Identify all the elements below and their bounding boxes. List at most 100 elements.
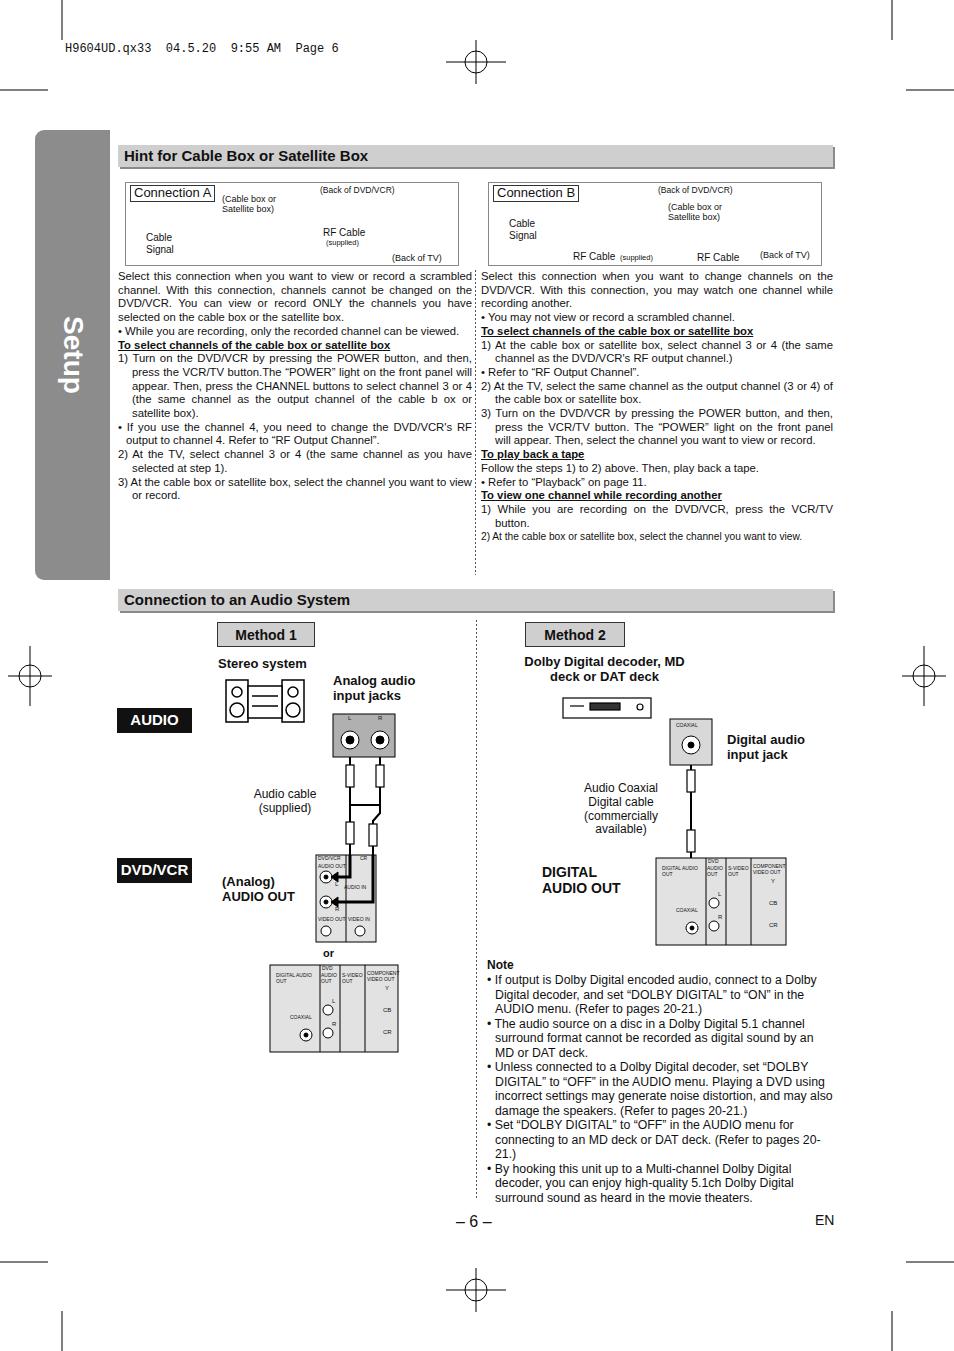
node-text: DIGITAL AUDIO OUT xyxy=(662,866,702,878)
drawing-part xyxy=(355,926,365,936)
body-text: • Set “DOLBY DIGITAL” to “OFF” in the AU… xyxy=(487,1118,833,1162)
drawing-part xyxy=(286,703,300,717)
label: Cable Signal xyxy=(509,218,549,241)
drawing-part xyxy=(0,90,48,91)
body-text: • If you use the channel 4, you need to … xyxy=(118,421,472,448)
drawing-part xyxy=(323,1028,333,1038)
label: Audio cable (supplied) xyxy=(235,788,335,816)
drawing-part xyxy=(304,1033,308,1037)
section-band: Hint for Cable Box or Satellite Box xyxy=(118,145,833,167)
drawing-part xyxy=(376,765,384,787)
jack-panel: DVD/VCRCRAUDIO OUTLRAUDIO INVIDEO OUTVID… xyxy=(316,855,376,942)
body-text: 2) At the cable box or satellite box, se… xyxy=(481,530,833,544)
drawing-part xyxy=(226,680,248,722)
label: H9604UD.qx33 04.5.20 9:55 AM Page 6 xyxy=(65,43,339,57)
label: (Back of DVD/VCR) xyxy=(658,186,733,196)
drawing-part xyxy=(570,705,584,706)
drawing-part xyxy=(0,1262,48,1263)
node-text: CR xyxy=(360,856,367,862)
label: Analog audio input jacks xyxy=(333,674,443,704)
node-text: AUDIO xyxy=(117,711,192,728)
body-text: Select this connection when you want to … xyxy=(118,270,472,325)
drawing-part xyxy=(709,921,719,931)
body-text: 2) At the TV, select channel 3 or 4 (the… xyxy=(118,448,472,475)
label: Digital audio input jack xyxy=(727,733,827,763)
body-text: Follow the steps 1) to 2) above. Then, p… xyxy=(481,462,833,476)
body-text: 3) At the cable box or satellite box, se… xyxy=(118,476,472,503)
label: EN xyxy=(815,1212,834,1228)
drawing-part xyxy=(751,858,752,945)
drawing-part xyxy=(248,686,282,718)
body-text: 3) Turn on the DVD/VCR by pressing the P… xyxy=(481,407,833,448)
node-text: COAXIAL xyxy=(290,1015,312,1021)
drawing-part xyxy=(709,898,719,908)
drawing-part xyxy=(902,676,946,677)
node-text: R xyxy=(378,715,382,722)
decoder-unit xyxy=(563,698,651,718)
drawing-part xyxy=(320,965,321,1052)
node-text: COMPONENT VIDEO OUT xyxy=(367,971,397,983)
drawing-part xyxy=(726,858,727,945)
node-text: DVD xyxy=(708,859,719,865)
drawing-part xyxy=(475,270,476,575)
node-text: Connection B xyxy=(493,185,579,202)
node-text: CR xyxy=(769,922,778,929)
node-text: Method 1 xyxy=(218,627,314,643)
label: DIGITAL AUDIO OUT xyxy=(542,864,642,896)
node-text: R xyxy=(718,914,722,921)
drawing-part xyxy=(232,687,242,697)
label: RF Cable xyxy=(697,252,739,264)
node-text: Connection A xyxy=(130,185,215,202)
body-text: Select this connection when you want to … xyxy=(481,270,833,311)
drawing-part xyxy=(906,1262,954,1263)
node-text: VIDEO IN xyxy=(348,917,370,923)
stereo-system xyxy=(226,680,304,722)
body-text: To select channels of the cable box or s… xyxy=(481,325,833,339)
label: – 6 – xyxy=(456,1213,492,1231)
node-text: DVD/VCR xyxy=(318,856,341,862)
drawing-part xyxy=(321,926,331,936)
body-text: To select channels of the cable box or s… xyxy=(118,339,472,353)
node-text: DVD xyxy=(322,966,333,972)
text-column: • If output is Dolby Digital encoded aud… xyxy=(487,973,833,1205)
node-text: AUDIO OUT xyxy=(318,864,346,870)
body-text: • If output is Dolby Digital encoded aud… xyxy=(487,973,833,1017)
body-text: • Refer to “Playback” on page 11. xyxy=(481,476,833,490)
drawing-part xyxy=(62,0,63,40)
drawing-part xyxy=(331,897,338,907)
node-text: R xyxy=(335,906,339,913)
drawing-part xyxy=(690,926,694,930)
section-tab: Setup xyxy=(35,130,110,580)
drawing-part xyxy=(706,858,707,945)
label: Dolby Digital decoder, MD deck or DAT de… xyxy=(522,655,687,685)
body-text: • Unless connected to a Dolby Digital de… xyxy=(487,1060,833,1118)
drawing-part xyxy=(346,736,354,744)
label: Audio Coaxial Digital cable (commerciall… xyxy=(576,782,666,837)
node-text: Hint for Cable Box or Satellite Box xyxy=(124,147,368,164)
body-text: 1) At the cable box or satellite box, se… xyxy=(481,339,833,366)
node-text: COAXIAL xyxy=(676,723,698,729)
body-text: • While you are recording, only the reco… xyxy=(118,325,472,339)
label: or xyxy=(323,947,334,960)
text-column: Select this connection when you want to … xyxy=(481,270,833,544)
connectors xyxy=(350,757,691,858)
drawing-part xyxy=(324,900,328,904)
body-text: • You may not view or record a scrambled… xyxy=(481,311,833,325)
label: (supplied) xyxy=(620,254,653,263)
drawing-part xyxy=(331,872,338,882)
drawing-part xyxy=(336,855,373,902)
drawing-part xyxy=(8,676,52,677)
body-text: To view one channel while recording anot… xyxy=(481,489,833,503)
drawing-part xyxy=(682,736,700,754)
label: Stereo system xyxy=(218,657,307,672)
device-tag: DVD/VCR xyxy=(117,858,192,883)
node-text: CB xyxy=(383,1007,391,1014)
node-text: AUDIO OUT xyxy=(707,866,725,878)
node-text: AUDIO IN xyxy=(344,885,366,891)
body-text: • The audio source on a disc in a Dolby … xyxy=(487,1017,833,1061)
drawing-part xyxy=(376,736,384,744)
node-text: L xyxy=(348,715,351,722)
node-text: CR xyxy=(383,1029,392,1036)
label: (Cable box or Satellite box) xyxy=(668,202,740,223)
drawing-part xyxy=(230,703,244,717)
